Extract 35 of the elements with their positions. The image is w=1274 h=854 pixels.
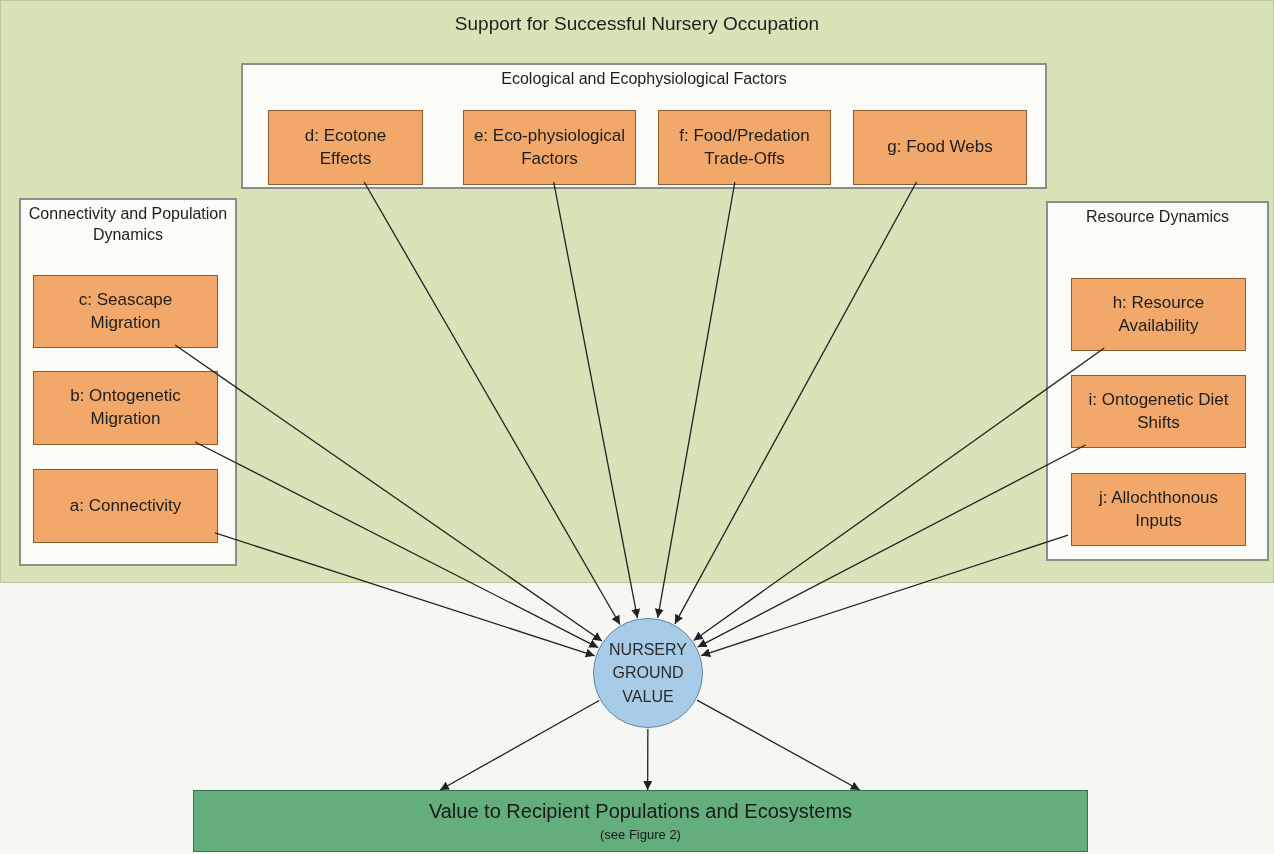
arrow (697, 444, 1087, 648)
outcome-bar (193, 790, 1088, 852)
factor-box: i: Ontogenetic Diet Shifts (1071, 375, 1246, 448)
factor-box: g: Food Webs (853, 110, 1027, 185)
panel-title: Support for Successful Nursery Occupation (453, 13, 821, 35)
factor-box: a: Connectivity (33, 469, 218, 543)
group-panel (1046, 201, 1269, 561)
group-title: Ecological and Ecophysiological Factors (500, 69, 788, 89)
group-title: Resource Dynamics (1084, 207, 1231, 227)
arrow (674, 181, 918, 625)
arrow (363, 181, 621, 626)
factor-box: d: Ecotone Effects (268, 110, 423, 185)
factor-box: h: Resource Availability (1071, 278, 1246, 351)
circle-label: NURSERY GROUND VALUE (608, 640, 688, 707)
arrow (194, 441, 599, 649)
factor-box: c: Seascape Migration (33, 275, 218, 348)
bar-title: Value to Recipient Populations and Ecosystems (428, 800, 853, 823)
background-panel (0, 0, 1274, 583)
group-panel (19, 198, 237, 566)
value-circle (593, 618, 703, 728)
group-title: Connectivity and Population Dynamics (27, 204, 229, 245)
arrow (643, 728, 653, 791)
arrow (654, 181, 736, 619)
group-panel (241, 63, 1047, 189)
factor-box: f: Food/Predation Trade-Offs (658, 110, 831, 185)
arrow (696, 699, 861, 791)
arrow (700, 534, 1069, 657)
arrow (439, 699, 600, 791)
factor-box: e: Eco-physiological Factors (463, 110, 636, 185)
factor-box: j: Allochthonous Inputs (1071, 473, 1246, 546)
arrow (174, 344, 603, 642)
bar-note: (see Figure 2) (600, 827, 681, 842)
arrow (553, 181, 641, 619)
factor-box: b: Ontogenetic Migration (33, 371, 218, 445)
arrow (692, 347, 1105, 642)
